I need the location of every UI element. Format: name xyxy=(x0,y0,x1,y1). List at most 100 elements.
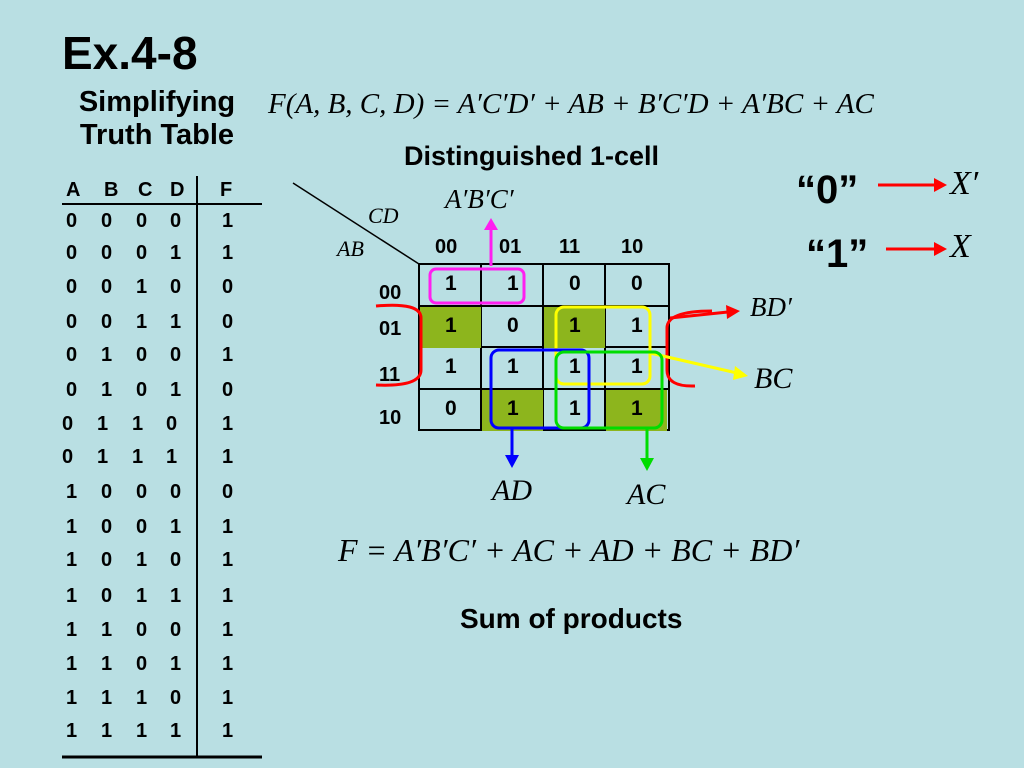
truth-table-input: 0 xyxy=(136,344,148,366)
truth-table-input: 0 xyxy=(101,516,113,538)
kmap-cell-value: 1 xyxy=(507,355,519,378)
truth-table-input: 0 xyxy=(170,276,182,298)
truth-table-output: 1 xyxy=(222,210,234,232)
truth-table-input: 1 xyxy=(170,379,182,401)
kmap-col-01: 01 xyxy=(499,236,522,258)
truth-table-input: 0 xyxy=(62,413,74,435)
kmap-cell: 1 xyxy=(482,265,543,306)
truth-table-input: 1 xyxy=(132,413,144,435)
group-bd-right xyxy=(665,309,713,388)
header-b: B xyxy=(104,179,119,201)
kmap-cell-value: 1 xyxy=(631,397,643,420)
truth-table-input: 0 xyxy=(170,687,182,709)
truth-table-output: 1 xyxy=(222,619,234,641)
truth-table-input: 1 xyxy=(166,446,178,468)
group-abc-arrowhead xyxy=(484,218,498,230)
kmap-row-00: 00 xyxy=(379,282,402,304)
truth-table-input: 0 xyxy=(101,585,113,607)
kmap-cell-value: 1 xyxy=(631,355,643,378)
legend-one: “1” xyxy=(806,232,869,276)
kmap-ab-label: AB xyxy=(337,236,364,261)
truth-table-input: 0 xyxy=(101,276,113,298)
truth-table-input: 1 xyxy=(101,379,113,401)
truth-table-input: 1 xyxy=(66,481,78,503)
truth-table-input: 0 xyxy=(170,619,182,641)
truth-table-input: 1 xyxy=(101,653,113,675)
slide-subtitle: Simplifying Truth Table xyxy=(62,86,252,152)
kmap-cell-value: 1 xyxy=(445,355,457,378)
truth-table-input: 0 xyxy=(101,549,113,571)
truth-table-input: 1 xyxy=(136,276,148,298)
truth-table-input: 1 xyxy=(136,585,148,607)
truth-table-input: 1 xyxy=(170,720,182,742)
kmap-cell-value: 1 xyxy=(507,272,519,295)
truth-table-output: 1 xyxy=(222,585,234,607)
kmap-cell-value: 1 xyxy=(445,314,457,337)
truth-table-input: 0 xyxy=(66,210,78,232)
kmap-cell: 1 xyxy=(606,307,667,348)
truth-table-input: 1 xyxy=(66,516,78,538)
kmap-cell-value: 0 xyxy=(445,397,457,420)
kmap-cd-label: CD xyxy=(368,203,399,228)
truth-table-input: 0 xyxy=(166,413,178,435)
truth-table-input: 0 xyxy=(62,446,74,468)
truth-table-input: 1 xyxy=(97,446,109,468)
kmap-cell: 1 xyxy=(420,307,481,348)
truth-table-output: 0 xyxy=(222,276,234,298)
truth-table-input: 1 xyxy=(101,344,113,366)
group-abc-outline xyxy=(428,267,526,305)
truth-table-output: 1 xyxy=(222,720,234,742)
truth-table-input: 0 xyxy=(66,311,78,333)
truth-table-input: 0 xyxy=(136,619,148,641)
truth-table-output: 1 xyxy=(222,446,234,468)
subtitle-line-2: Truth Table xyxy=(79,119,235,151)
truth-table-input: 1 xyxy=(101,720,113,742)
truth-table-input: 0 xyxy=(101,311,113,333)
legend-zero-target: X′ xyxy=(950,165,979,202)
truth-table-output: 1 xyxy=(222,413,234,435)
truth-table-input: 1 xyxy=(66,619,78,641)
kmap-cell-value: 1 xyxy=(569,314,581,337)
truth-table-output: 1 xyxy=(222,516,234,538)
subtitle-line-1: Simplifying xyxy=(78,86,236,118)
label-ad: AD xyxy=(492,474,532,507)
group-bd-arrow xyxy=(669,310,729,320)
truth-table-input: 0 xyxy=(136,242,148,264)
truth-table-output: 1 xyxy=(222,687,234,709)
label-ac: AC xyxy=(627,478,666,511)
kmap-cell-value: 0 xyxy=(569,272,581,295)
truth-table-input: 1 xyxy=(66,653,78,675)
truth-table-input: 1 xyxy=(170,653,182,675)
truth-table-input: 0 xyxy=(136,210,148,232)
kmap-col-11: 11 xyxy=(559,236,581,258)
truth-table-input: 1 xyxy=(66,585,78,607)
kmap-cell: 1 xyxy=(544,348,605,389)
group-ac-arrowhead xyxy=(640,458,654,471)
truth-table-lines xyxy=(62,176,262,759)
truth-table-input: 0 xyxy=(101,481,113,503)
kmap-cell: 0 xyxy=(482,307,543,348)
legend-zero: “0” xyxy=(796,168,859,212)
kmap-cell: 1 xyxy=(606,348,667,389)
group-bd-arrowhead xyxy=(726,305,740,319)
group-ad-outline xyxy=(489,348,591,430)
kmap-cell: 1 xyxy=(420,265,481,306)
group-bc-outline xyxy=(554,305,652,386)
result-caption: Sum of products xyxy=(460,603,683,634)
truth-table-input: 0 xyxy=(136,379,148,401)
truth-table-input: 1 xyxy=(136,549,148,571)
kmap-cell: 1 xyxy=(606,390,667,431)
truth-table-input: 0 xyxy=(170,481,182,503)
header-f: F xyxy=(220,179,233,201)
truth-table-input: 1 xyxy=(170,311,182,333)
truth-table-input: 0 xyxy=(170,344,182,366)
truth-table-input: 0 xyxy=(66,276,78,298)
label-abc: A′B′C′ xyxy=(445,184,514,214)
kmap-cell: 1 xyxy=(482,348,543,389)
kmap-row-10: 10 xyxy=(379,407,402,429)
distinguished-label: Distinguished 1-cell xyxy=(404,141,660,171)
group-bc-arrowhead xyxy=(733,366,748,380)
truth-table-input: 0 xyxy=(101,210,113,232)
